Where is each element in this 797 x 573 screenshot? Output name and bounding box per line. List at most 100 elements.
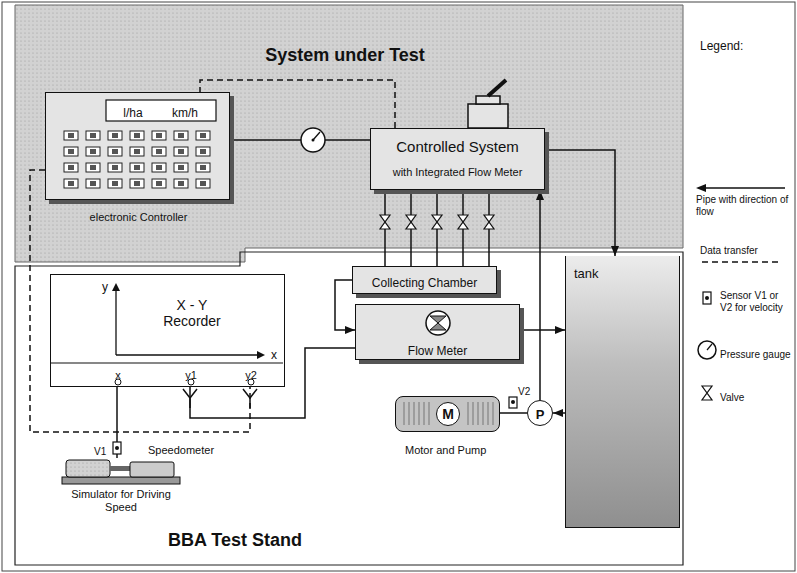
actuator	[476, 96, 500, 104]
text-slot: Controlled System	[371, 138, 544, 156]
display	[106, 100, 216, 121]
recorder-drawing	[116, 354, 259, 355]
key	[178, 133, 184, 138]
legend-pipe-sample	[696, 184, 785, 192]
key	[196, 131, 210, 140]
key	[130, 131, 144, 140]
legend-entry: Valve	[720, 387, 792, 405]
text-slot: BBA Test Stand	[115, 530, 355, 551]
text-slot: System under Test	[195, 45, 495, 66]
recorder-drawing	[257, 351, 265, 359]
pipe	[520, 329, 565, 331]
key	[108, 147, 122, 156]
system-under-test-region	[15, 5, 683, 262]
legend-entry: Pressure gauge	[720, 344, 792, 362]
key	[200, 165, 206, 170]
legend-sensor-sample	[705, 296, 709, 300]
recorder-plug	[243, 389, 257, 408]
key	[86, 179, 100, 188]
key	[200, 181, 206, 186]
recorder-drawing	[51, 362, 283, 363]
key	[178, 181, 184, 186]
node-text: tank	[574, 267, 599, 282]
key	[108, 163, 122, 172]
legend-text: Pressure gauge	[720, 349, 791, 361]
legend-data-sample	[702, 261, 780, 263]
node-text: System under Test	[265, 45, 425, 66]
key	[156, 165, 162, 170]
recorder-drawing	[115, 289, 116, 355]
key	[196, 147, 210, 156]
key	[152, 131, 166, 140]
key	[174, 179, 188, 188]
cooling-fin	[493, 402, 494, 425]
controlled-system: Controlled Systemwith Integrated Flow Me…	[370, 128, 545, 190]
key	[68, 165, 74, 170]
key	[108, 179, 122, 188]
legend-heading: Legend:	[700, 40, 743, 54]
cooling-fin	[473, 402, 474, 425]
key	[196, 179, 210, 188]
text-slot: l/ha	[110, 103, 156, 121]
speed-simulator	[62, 458, 180, 484]
key	[134, 165, 140, 170]
key	[64, 163, 78, 172]
key	[90, 165, 96, 170]
test-stand-region: BBA Test StandX - Y Recorderyxxy1y2Colle…	[15, 253, 683, 565]
cooling-fin	[483, 402, 484, 425]
key	[112, 149, 118, 154]
collecting-chamber: Collecting Chamber	[352, 266, 497, 294]
key	[68, 149, 74, 154]
key	[90, 181, 96, 186]
node-text: BBA Test Stand	[168, 530, 302, 551]
key	[68, 181, 74, 186]
valve-symbol	[380, 215, 390, 229]
label-slot: Speedometer	[148, 440, 228, 458]
node-text: P	[536, 408, 545, 423]
node-text: electronic Controller	[90, 211, 188, 224]
pipe	[500, 412, 527, 414]
key	[156, 133, 162, 138]
valve-symbol	[458, 215, 468, 229]
pipe	[230, 139, 370, 141]
cooling-fin	[404, 402, 405, 425]
key	[130, 163, 144, 172]
pressure-gauge	[312, 139, 315, 142]
node-text: Simulator for Driving Speed	[54, 488, 188, 513]
flow-meter-symbol	[426, 311, 450, 335]
text-slot: X - Y Recorder	[146, 297, 238, 330]
key	[86, 163, 100, 172]
node-text: X - Y Recorder	[146, 297, 238, 329]
speed-simulator	[130, 462, 174, 477]
key	[130, 179, 144, 188]
key	[134, 181, 140, 186]
speed-simulator	[62, 477, 180, 484]
cooling-fin	[424, 402, 425, 425]
valve-symbol	[380, 215, 494, 229]
key	[112, 133, 118, 138]
pressure-gauge	[313, 132, 320, 140]
node-text: Flow Meter	[408, 345, 467, 359]
key	[174, 131, 188, 140]
legend-gauge-sample	[698, 341, 716, 359]
actuator	[488, 80, 506, 96]
key	[86, 147, 100, 156]
legend-sensor-sample	[703, 292, 711, 304]
pipe	[553, 412, 565, 414]
recorder-drawing	[112, 283, 120, 291]
text-slot: y1	[181, 365, 201, 383]
key	[152, 179, 166, 188]
node-text: x	[271, 349, 277, 363]
label-slot: Legend:	[700, 36, 780, 54]
text-slot: P	[528, 405, 552, 423]
velocity-sensor	[511, 400, 515, 404]
recorder-plug	[183, 389, 257, 408]
valve-symbol	[432, 215, 442, 229]
part-label: Speedometer	[148, 444, 214, 457]
legend-entry: Pipe with direction of flow	[696, 194, 792, 219]
xy-recorder: X - Y Recorderyxxy1y2	[50, 274, 285, 387]
key	[196, 163, 210, 172]
valve-symbol	[406, 215, 416, 229]
node-text: M	[442, 406, 454, 422]
legend-gauge-sample	[707, 344, 712, 350]
